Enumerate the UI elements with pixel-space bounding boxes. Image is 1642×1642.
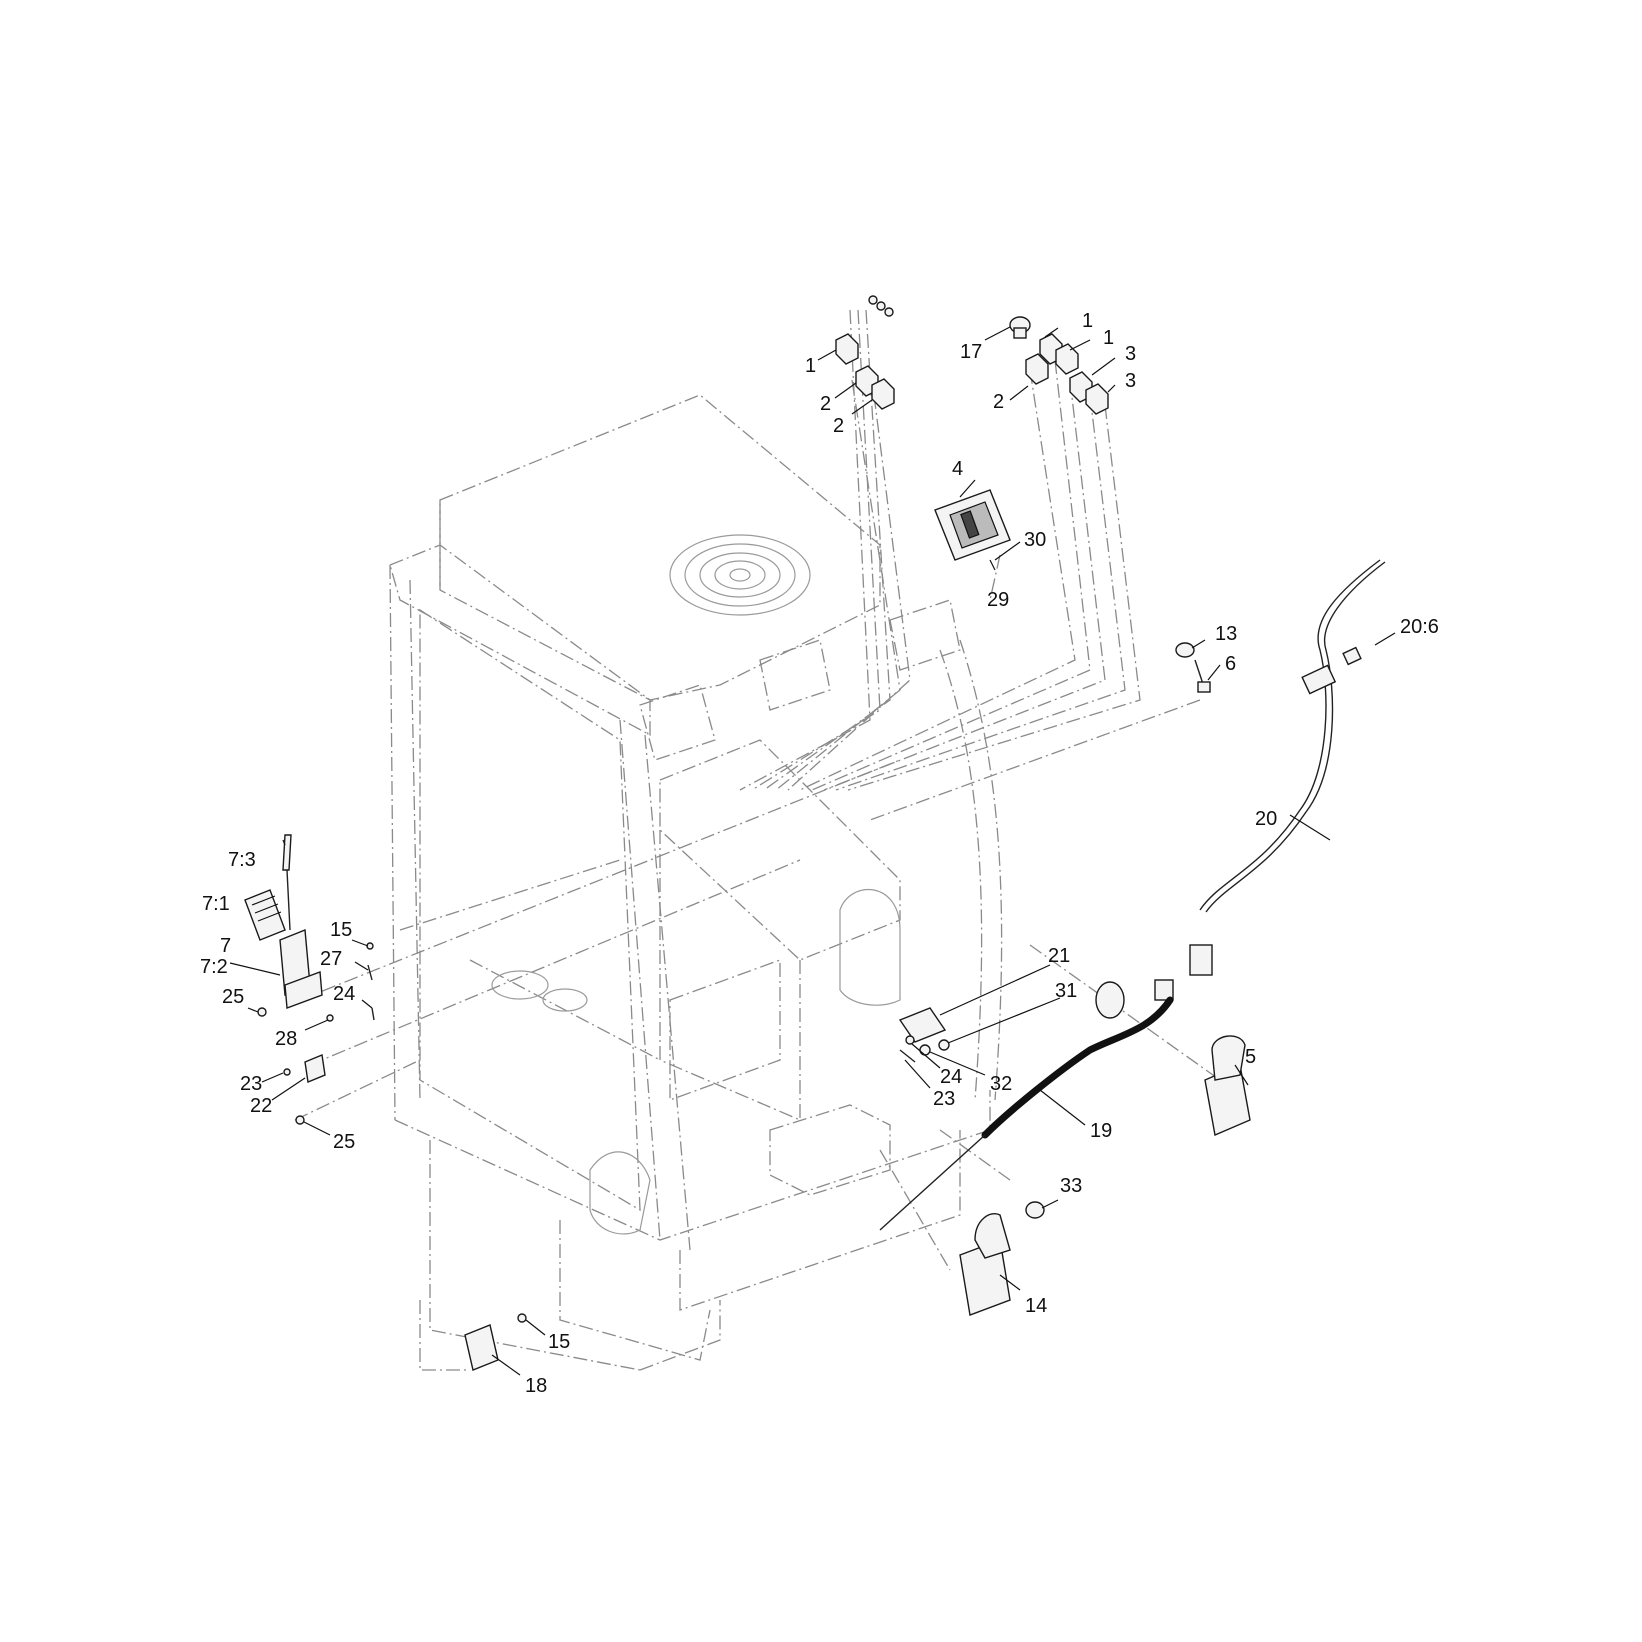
callout-23-right: 23 bbox=[933, 1088, 955, 1110]
harness-part-19 bbox=[879, 981, 1174, 1231]
screw-part-23-left bbox=[283, 1068, 291, 1076]
sensor-part-22 bbox=[304, 1054, 326, 1083]
joystick-part-5 bbox=[1204, 1035, 1251, 1136]
bolt-part-25-upper bbox=[257, 1007, 267, 1017]
antenna-part-7-3 bbox=[282, 834, 292, 931]
switch-part-2-left-b bbox=[871, 378, 895, 410]
callout-18: 18 bbox=[525, 1375, 547, 1397]
wire-routing-lines bbox=[294, 309, 1221, 1371]
bolt-part-25-lower bbox=[295, 1115, 305, 1125]
module-part-7 bbox=[279, 929, 323, 1009]
nut-part-28 bbox=[326, 1014, 334, 1022]
switch-part-1-right-b bbox=[1055, 343, 1079, 375]
callout-33: 33 bbox=[1060, 1175, 1082, 1197]
callout-3-b: 3 bbox=[1125, 370, 1136, 392]
callout-7-3: 7:3 bbox=[228, 849, 256, 871]
nut-part-32 bbox=[919, 1044, 931, 1056]
screw-part-23-right bbox=[899, 1049, 916, 1063]
callout-7-1: 7:1 bbox=[202, 893, 230, 915]
callout-3-a: 3 bbox=[1125, 343, 1136, 365]
washer-part-15-lower bbox=[517, 1313, 527, 1323]
callout-20: 20 bbox=[1255, 808, 1277, 830]
callout-25-upper: 25 bbox=[222, 986, 244, 1008]
callout-21: 21 bbox=[1048, 945, 1070, 967]
callout-22: 22 bbox=[250, 1095, 272, 1117]
callout-32: 32 bbox=[990, 1073, 1012, 1095]
switch-part-1-left bbox=[835, 333, 859, 365]
callout-4: 4 bbox=[952, 458, 963, 480]
callout-29: 29 bbox=[987, 589, 1009, 611]
leader-lines bbox=[229, 326, 1396, 1376]
callout-1-left: 1 bbox=[805, 355, 816, 377]
switch-part-2-right bbox=[1025, 353, 1049, 385]
screw-part-24-right bbox=[905, 1035, 915, 1045]
callout-15-lower: 15 bbox=[548, 1331, 570, 1353]
cab-phantom-outline bbox=[389, 394, 1003, 1371]
display-part-4 bbox=[934, 489, 1011, 561]
callout-7-2: 7:2 bbox=[200, 956, 228, 978]
callout-6: 6 bbox=[1225, 653, 1236, 675]
harness-part-20 bbox=[1154, 559, 1386, 1001]
clip-part-27 bbox=[367, 964, 373, 981]
callout-28: 28 bbox=[275, 1028, 297, 1050]
callout-24-left: 24 bbox=[333, 983, 355, 1005]
top-connectors bbox=[868, 295, 894, 317]
callout-27: 27 bbox=[320, 948, 342, 970]
switch-part-3-b bbox=[1085, 383, 1109, 415]
screw-part-24-left bbox=[371, 1007, 375, 1021]
callout-2-right: 2 bbox=[993, 391, 1004, 413]
callout-20-6: 20:6 bbox=[1400, 616, 1439, 638]
callout-13: 13 bbox=[1215, 623, 1237, 645]
cover-part-7-1 bbox=[244, 889, 286, 941]
connector-part-33 bbox=[1025, 1201, 1045, 1219]
callout-2-left-b: 2 bbox=[833, 415, 844, 437]
callout-2-left-a: 2 bbox=[820, 393, 831, 415]
callout-1-right-a: 1 bbox=[1082, 310, 1093, 332]
callout-30: 30 bbox=[1024, 529, 1046, 551]
callout-31: 31 bbox=[1055, 980, 1077, 1002]
washer-part-31 bbox=[938, 1039, 950, 1051]
callout-24-right: 24 bbox=[940, 1066, 962, 1088]
callout-labels: 1 2 2 17 1 1 3 3 2 4 30 29 13 6 20:6 20 … bbox=[200, 310, 1439, 1397]
callout-1-right-b: 1 bbox=[1103, 327, 1114, 349]
callout-5: 5 bbox=[1245, 1046, 1256, 1068]
callout-7: 7 bbox=[220, 935, 231, 957]
joystick-part-14 bbox=[959, 1213, 1011, 1316]
sensor-part-13 bbox=[1175, 642, 1195, 658]
knob-part-17 bbox=[1009, 316, 1031, 339]
bracket-part-18 bbox=[464, 1324, 499, 1371]
relay-part-21 bbox=[898, 1007, 947, 1043]
callout-19: 19 bbox=[1090, 1120, 1112, 1142]
callout-25-lower: 25 bbox=[333, 1131, 355, 1153]
callout-23-left: 23 bbox=[240, 1073, 262, 1095]
callout-15-upper: 15 bbox=[330, 919, 352, 941]
callout-17: 17 bbox=[960, 341, 982, 363]
callout-14: 14 bbox=[1025, 1295, 1047, 1317]
connector-part-6 bbox=[1194, 659, 1211, 693]
